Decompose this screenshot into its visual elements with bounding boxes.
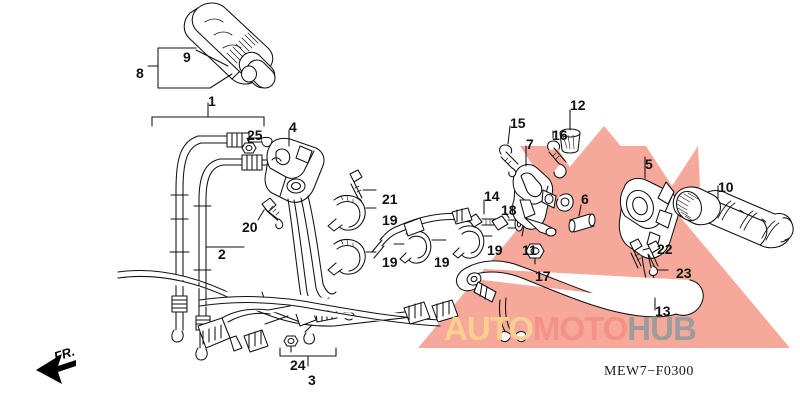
part-6-bushing	[568, 204, 596, 233]
part-17-nut	[525, 243, 545, 265]
callout-number-11: 11	[522, 242, 537, 258]
part-grip-right	[672, 185, 794, 249]
watermark-word-2: HUB	[627, 310, 696, 347]
callout-number-19b: 19	[382, 254, 398, 270]
callout-number-12: 12	[570, 97, 586, 113]
part-20-screw	[257, 197, 284, 230]
callout-number-19a: 19	[382, 212, 398, 228]
callout-number-17: 17	[535, 268, 551, 284]
part-grip-left	[147, 2, 276, 89]
callout-number-18: 18	[501, 202, 517, 218]
part-throttle-cables	[169, 132, 287, 361]
callout-number-10: 10	[718, 179, 734, 195]
callout-number-8: 8	[136, 65, 144, 81]
part-22-bolt	[629, 238, 651, 269]
part-7-master-cylinder	[511, 145, 574, 237]
callout-number-14: 14	[484, 188, 500, 204]
part-number-label: MEW7−F0300	[604, 364, 694, 379]
watermark-word-1: MOTO	[532, 310, 628, 347]
part-15-bolt	[499, 125, 519, 178]
callout-number-3: 3	[308, 372, 316, 388]
callout-number-23: 23	[676, 265, 692, 281]
part-wire-harness-connectors	[197, 295, 459, 353]
part-brake-hose	[371, 207, 473, 259]
part-16-pin	[547, 130, 567, 179]
part-13-brake-lever	[455, 260, 704, 343]
part-23-bolt	[647, 240, 669, 277]
callout-number-6: 6	[581, 191, 589, 207]
callout-number-19c: 19	[434, 254, 450, 270]
callout-number-25: 25	[247, 127, 263, 143]
watermark-word-0: AUTO	[444, 310, 534, 347]
callout-number-22: 22	[657, 241, 673, 257]
callout-number-4: 4	[289, 119, 297, 135]
part-24-nut	[283, 335, 299, 353]
callout-number-13: 13	[655, 303, 671, 319]
callout-number-9: 9	[183, 49, 191, 65]
callout-number-1: 1	[208, 93, 216, 109]
callout-number-20: 20	[242, 219, 258, 235]
fr-direction-arrow	[36, 354, 76, 384]
callout-number-15: 15	[510, 115, 526, 131]
callout-number-19d: 19	[487, 242, 503, 258]
part-3-brake-cable	[117, 269, 421, 367]
callout-number-16: 16	[552, 127, 568, 143]
callout-leader-lines	[207, 102, 719, 199]
callout-number-7: 7	[526, 136, 534, 152]
watermark-wordmark: AUTOMOTOHUB	[444, 310, 697, 347]
part-25-nut	[241, 137, 257, 154]
callout-number-5: 5	[645, 156, 653, 172]
callout-number-21: 21	[382, 191, 398, 207]
callout-number-24: 24	[290, 357, 306, 373]
part-12-cap	[559, 109, 581, 154]
callout-number-2: 2	[218, 246, 226, 262]
